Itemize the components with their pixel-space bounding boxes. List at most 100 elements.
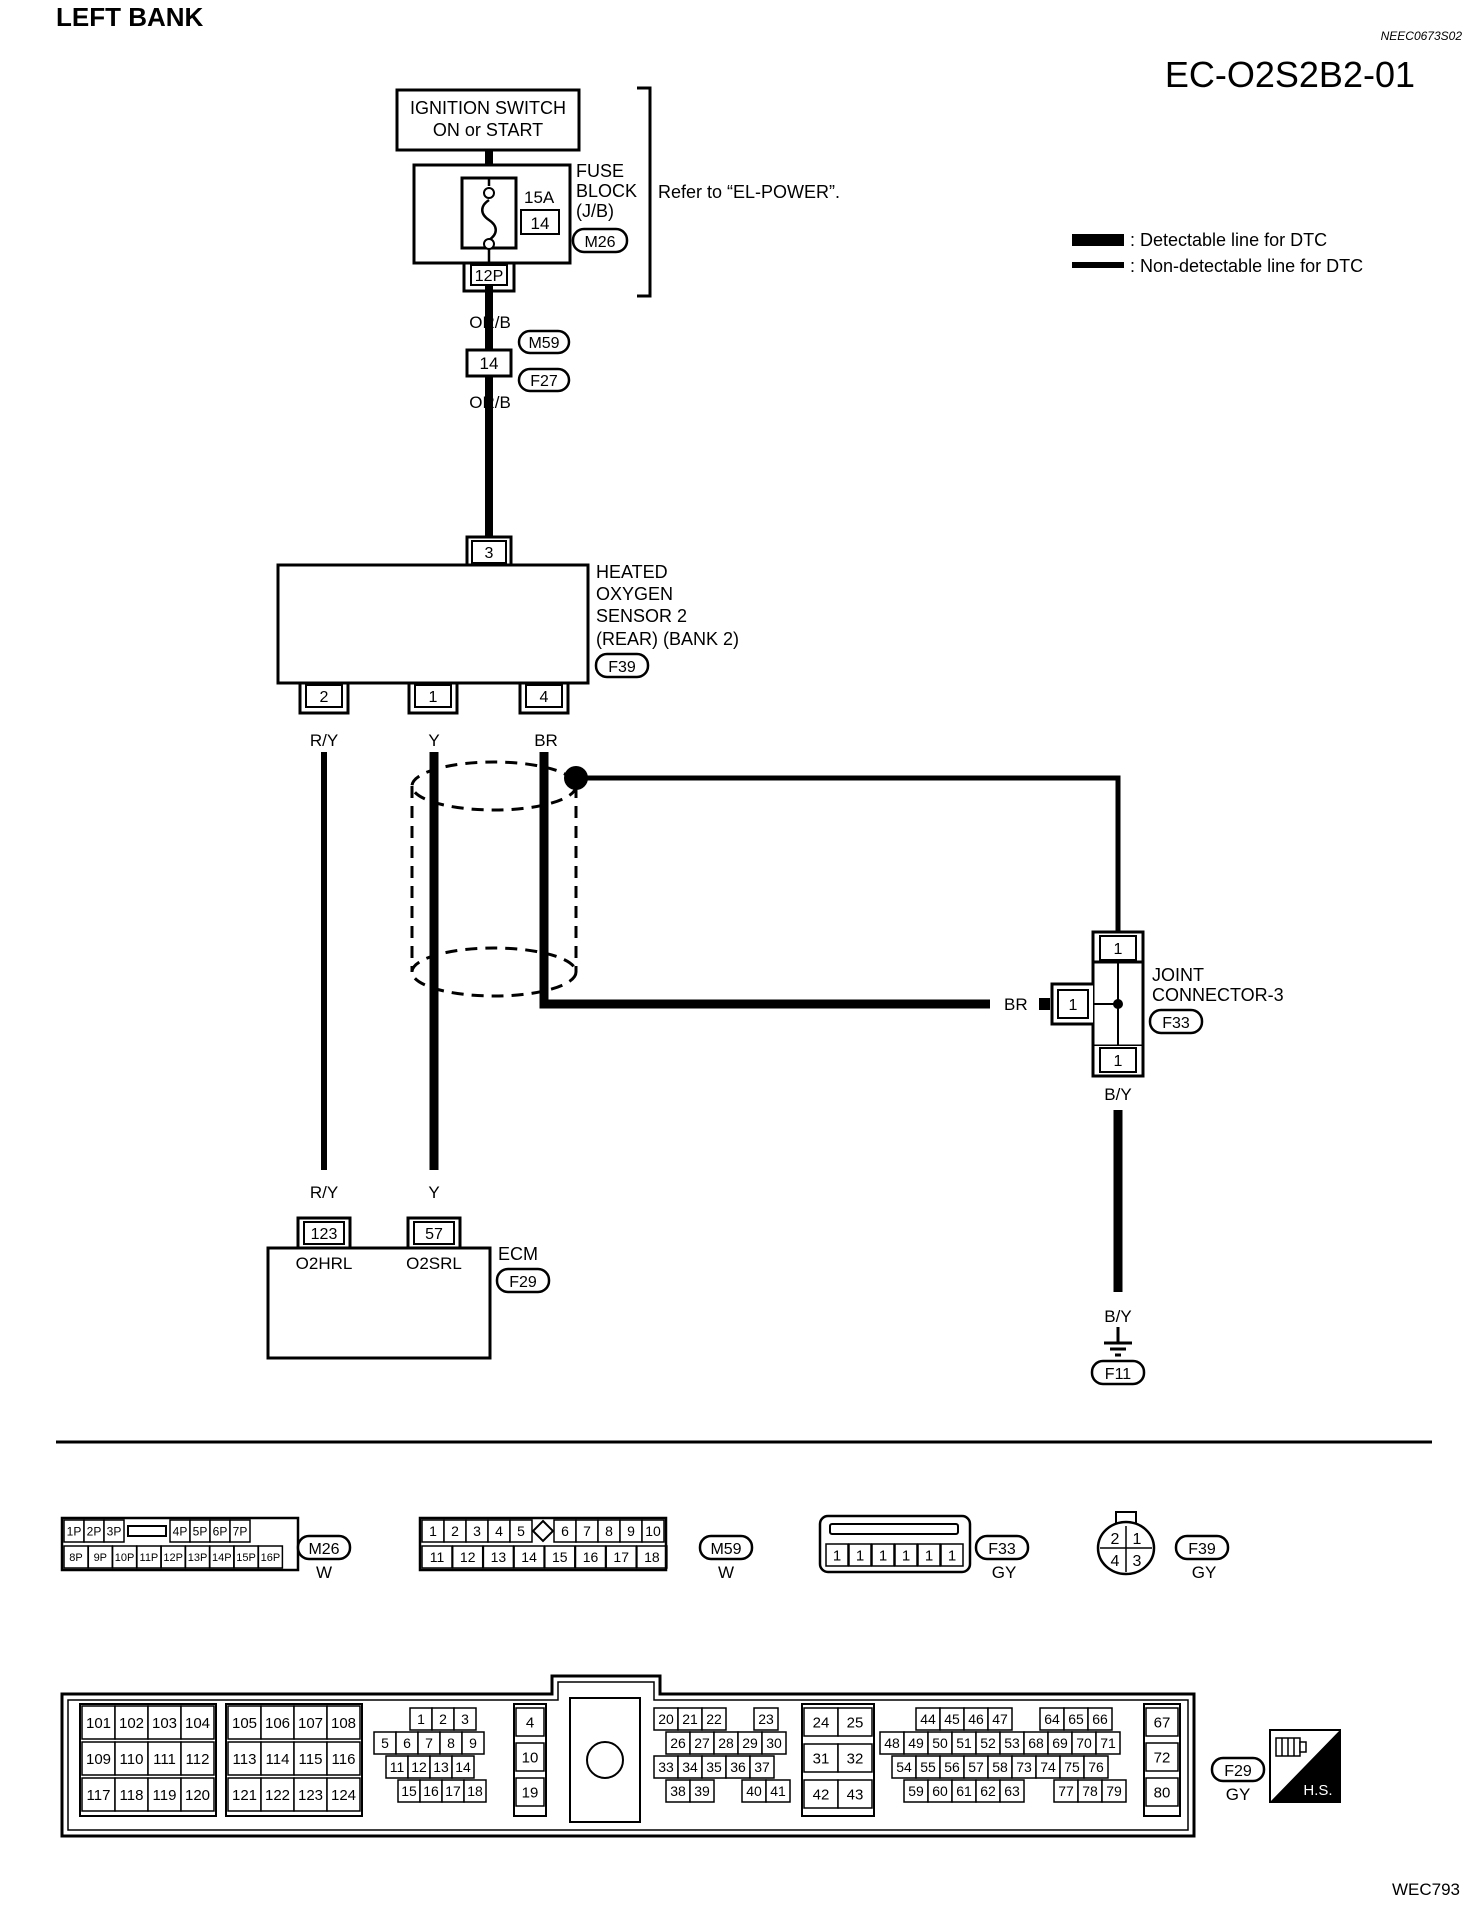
wire-shield (410, 760, 578, 998)
f29-pin-32-cell (837, 1743, 873, 1773)
f39-connector-id: F39 (1188, 1541, 1216, 1558)
m26-pin-9P: 9P (94, 1552, 107, 1564)
harness-terminal-number: 14 (480, 354, 499, 373)
m59-key (531, 1519, 555, 1543)
joint-wire-in-label: BR (1004, 995, 1028, 1014)
m26-pin-6P: 6P (213, 1524, 228, 1538)
f29-pin-124-cell (326, 1777, 361, 1812)
harness-wire-top-label: OR/B (469, 313, 511, 332)
sensor-pin-2: 2 (320, 689, 329, 706)
m26-connector-id: M26 (308, 1541, 339, 1558)
m26-pin-7P-cell (229, 1519, 251, 1543)
f29-pin-3: 3 (461, 1711, 469, 1727)
f29-bolt-hole (586, 1741, 624, 1779)
sensor-wire-ry-label: R/Y (310, 731, 338, 750)
m26-pin-4P: 4P (173, 1524, 188, 1538)
f29-pin-42-cell (803, 1779, 839, 1809)
f29-pin-38: 38 (670, 1783, 686, 1799)
ecm-pin-57-box (413, 1221, 455, 1245)
fuse-number: 14 (531, 214, 550, 233)
sensor-wire-br-label: BR (534, 731, 558, 750)
ecm-signal-o2hrl: O2HRL (296, 1254, 353, 1273)
f29-pin-34: 34 (682, 1759, 698, 1775)
f29-pin-105: 105 (232, 1715, 257, 1732)
f29-pin-19: 19 (522, 1784, 539, 1801)
f29-pin-block (1143, 1703, 1181, 1817)
f29-pin-67-cell (1145, 1707, 1179, 1737)
f29-pin-73: 73 (1016, 1759, 1032, 1775)
f29-pin-106: 106 (265, 1715, 290, 1732)
f29-pin-15: 15 (401, 1783, 417, 1799)
legend-non-detectable-swatch (1072, 262, 1124, 268)
joint-label-2: CONNECTOR-3 (1152, 985, 1284, 1005)
legend: : Detectable line for DTC : Non-detectab… (1072, 230, 1363, 276)
f29-pin-107: 107 (298, 1715, 323, 1732)
f29-pin-66: 66 (1092, 1711, 1108, 1727)
f29-pin-36: 36 (730, 1759, 746, 1775)
sensor-label-1: HEATED (596, 562, 668, 582)
f29-pin-54: 54 (896, 1759, 912, 1775)
f33-pin-6: 1 (948, 1547, 956, 1564)
ecm-title: ECM (498, 1244, 538, 1264)
f29-pin-111: 111 (153, 1751, 176, 1768)
m26-pin-15P: 15P (236, 1552, 256, 1564)
f39-pin-4: 4 (1111, 1553, 1120, 1570)
section-title: LEFT BANK (56, 2, 204, 32)
f29-pin-5: 5 (381, 1735, 389, 1751)
f29-pin-55: 55 (920, 1759, 936, 1775)
joint-connector-id: F33 (1162, 1015, 1190, 1032)
m26-pin-16P: 16P (261, 1552, 281, 1564)
f29-pin-65: 65 (1068, 1711, 1084, 1727)
f29-pin-10-cell (515, 1742, 545, 1772)
f29-pin-3-cell (453, 1707, 477, 1731)
shield-splice-dot (564, 766, 588, 790)
ignition-switch-box (395, 88, 581, 152)
f29-pin-113-cell (227, 1741, 262, 1776)
legend-detectable-swatch (1072, 234, 1124, 246)
f29-pin-120: 120 (185, 1787, 210, 1804)
f29-pin-72-cell (1145, 1742, 1179, 1772)
joint-wire-in-stub (1039, 998, 1050, 1010)
connector-plug-icon (1275, 1737, 1307, 1757)
hs-label: H.S. (1303, 1782, 1332, 1799)
f33-pin-3-cell (871, 1543, 895, 1567)
f33-connector-id: F33 (988, 1541, 1016, 1558)
f29-pin-74: 74 (1040, 1759, 1056, 1775)
f29-pin-76: 76 (1088, 1759, 1104, 1775)
m59-pin-8: 8 (605, 1523, 613, 1539)
sensor-label-2: OXYGEN (596, 584, 673, 604)
f29-pin-63-cell (999, 1779, 1025, 1803)
f33-connector-badge (974, 1534, 1030, 1561)
f29-pin-115-cell (293, 1741, 328, 1776)
ground-connector-badge (1090, 1359, 1146, 1386)
f29-pin-10: 10 (522, 1749, 539, 1766)
f29-pin-110-cell (114, 1741, 149, 1776)
fuse-terminal-bracket (462, 263, 516, 293)
ground: B/Y F11 (1090, 1307, 1146, 1386)
f29-pin-41: 41 (770, 1783, 786, 1799)
f29-pin-50: 50 (932, 1735, 948, 1751)
f29-pin-56: 56 (944, 1759, 960, 1775)
f29-pin-37: 37 (754, 1759, 770, 1775)
sensor-label-3: SENSOR 2 (596, 606, 687, 626)
f29-pin-52: 52 (980, 1735, 996, 1751)
m59-pin-3: 3 (473, 1523, 481, 1539)
f29-pin-62: 62 (980, 1783, 996, 1799)
m59-connector-badge (698, 1534, 754, 1561)
harness-side-symbol: H.S. (1269, 1729, 1341, 1803)
f29-pin-112: 112 (186, 1751, 210, 1768)
heated-oxygen-sensor: 3 HEATED OXYGEN SENSOR 2 (REAR) (BANK 2)… (276, 535, 739, 750)
f29-pin-112-cell (180, 1741, 215, 1776)
harness-terminal-box (465, 348, 513, 378)
ignition-switch-label-1: IGNITION SWITCH (410, 98, 566, 118)
f29-pin-46: 46 (968, 1711, 984, 1727)
f29-pin-13: 13 (433, 1759, 449, 1775)
sensor-connector-id: F39 (608, 659, 636, 676)
f29-pin-16: 16 (423, 1783, 439, 1799)
f29-pin-61: 61 (956, 1783, 972, 1799)
f39-pin-1: 1 (1133, 1531, 1142, 1548)
f29-pin-25: 25 (847, 1714, 864, 1731)
f29-pin-71-cell (1095, 1731, 1121, 1755)
m26-pin-5P: 5P (193, 1524, 208, 1538)
